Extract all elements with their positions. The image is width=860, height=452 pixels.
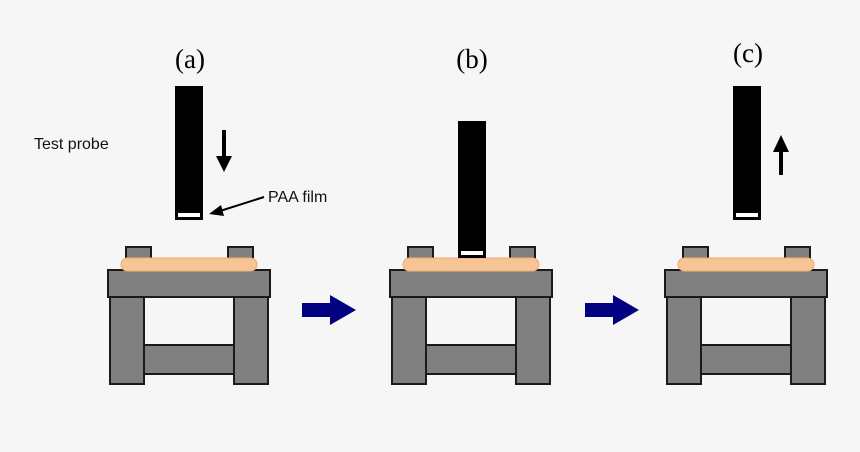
- paa-film: [178, 213, 200, 217]
- down-arrow-icon: [216, 130, 232, 172]
- panel-c: (c): [664, 38, 828, 385]
- panel-label-b: (b): [456, 44, 487, 74]
- panel-label-a: (a): [175, 44, 205, 74]
- panel-a: (a) Test probe PAA film: [34, 44, 327, 385]
- test-probe: [458, 121, 486, 258]
- paa-film: [461, 251, 483, 255]
- stage-a: [107, 246, 271, 385]
- stage-c: [664, 246, 828, 385]
- test-probe: [733, 86, 761, 220]
- panel-b: (b): [389, 44, 553, 385]
- stage-b: [389, 246, 553, 385]
- paa-film-label: PAA film: [268, 189, 327, 206]
- test-probe: [175, 86, 203, 220]
- flow-arrow-icon: [302, 295, 356, 325]
- paa-film: [736, 213, 758, 217]
- up-arrow-icon: [773, 135, 789, 175]
- test-probe-label: Test probe: [34, 136, 109, 153]
- flow-arrow-icon: [585, 295, 639, 325]
- panel-label-c: (c): [733, 38, 763, 68]
- pointer-arrow-icon: [209, 196, 265, 216]
